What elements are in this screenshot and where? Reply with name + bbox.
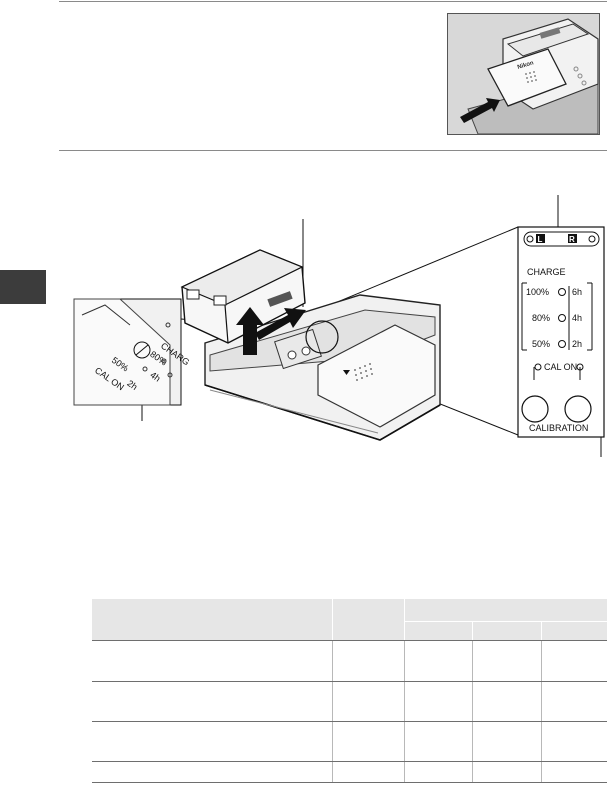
- table-subheader-3: [541, 621, 607, 641]
- table-subheader-1: [404, 621, 473, 641]
- photo-brand-label: Nikon: [517, 60, 535, 71]
- charge-time-2h: 2h: [572, 339, 582, 349]
- charge-level-80: 80%: [532, 313, 550, 323]
- insert-arrow-down: [236, 307, 264, 355]
- table-row: [92, 761, 607, 783]
- zoom-circle: [305, 320, 339, 354]
- top-rule: [59, 1, 607, 2]
- table-row: [92, 721, 607, 762]
- led-80-icon: [558, 314, 566, 322]
- table-row: [92, 640, 607, 682]
- calibration-button-right: [564, 395, 592, 423]
- table-header-group: [404, 599, 607, 622]
- led-50-icon: [558, 340, 566, 348]
- calibration-button-left: [521, 395, 549, 423]
- indicator-l: L: [538, 235, 543, 244]
- charge-time-6h: 6h: [572, 287, 582, 297]
- zoom-line-top: [310, 226, 519, 314]
- calibration-label: CALIBRATION: [529, 423, 588, 433]
- charger-diagram: CHARG 80% 50% 4h 2h CAL ON L R CHARGE 10…: [73, 195, 605, 457]
- inset-label-2h: 2h: [125, 378, 139, 392]
- charge-level-50: 50%: [532, 339, 550, 349]
- battery-removal-illustration: Nikon: [448, 14, 599, 134]
- charge-time-4h: 4h: [572, 313, 582, 323]
- table-subheader-2: [472, 621, 542, 641]
- table-header-col-1: [92, 599, 333, 641]
- battery-removal-photo: Nikon: [447, 13, 600, 135]
- led-100-icon: [558, 288, 566, 296]
- cal-on-label: CAL ON: [544, 362, 577, 372]
- charge-table: [92, 599, 607, 783]
- section-rule: [59, 150, 607, 151]
- charge-level-100: 100%: [526, 287, 549, 297]
- table-header-col-2: [332, 599, 405, 641]
- chapter-tab: [0, 270, 46, 304]
- charge-heading: CHARGE: [527, 267, 566, 277]
- inset-label-4h: 4h: [148, 370, 162, 384]
- indicator-r: R: [569, 235, 575, 244]
- slide-arrow: [255, 308, 306, 340]
- table-row: [92, 681, 607, 722]
